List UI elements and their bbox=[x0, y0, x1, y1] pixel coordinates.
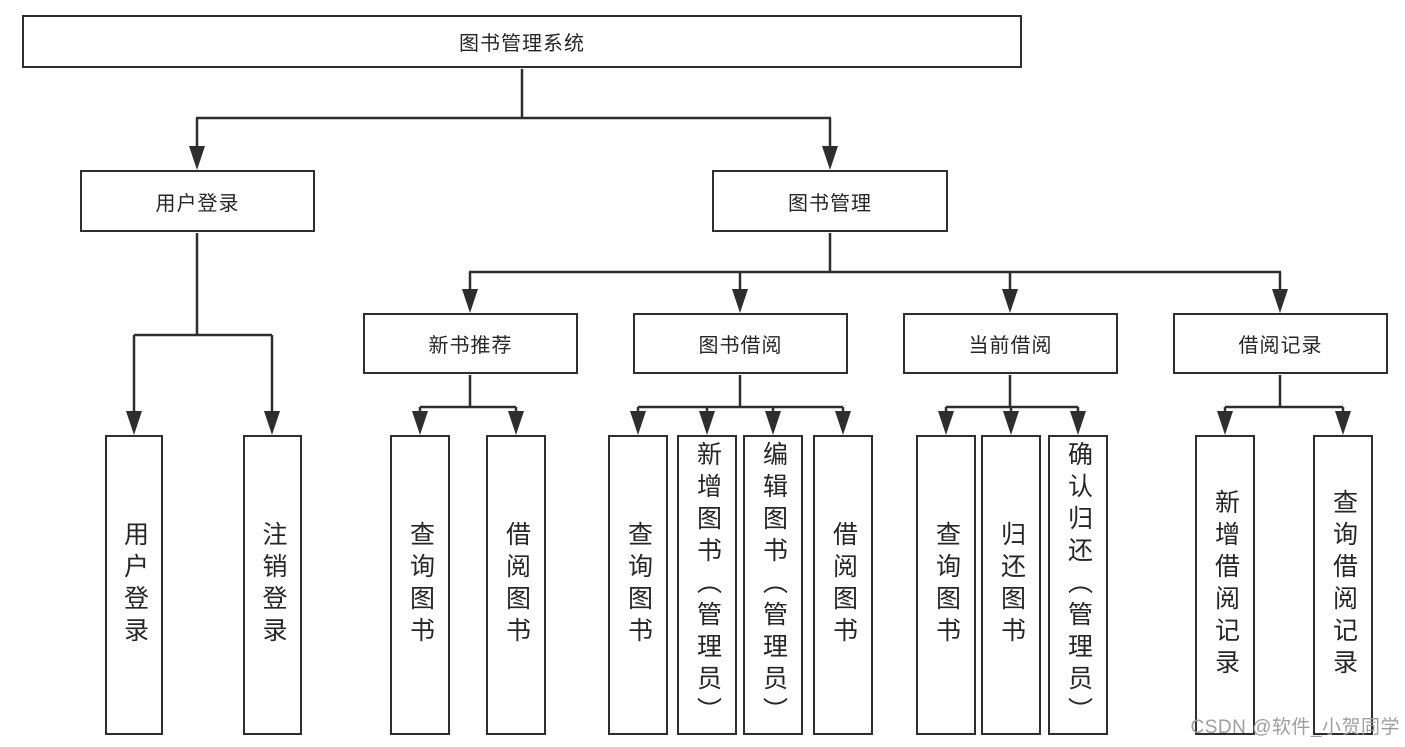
leaf-bb-add-books: 新增图书（管理员） bbox=[677, 435, 737, 735]
leaf-cb-query-books: 查询图书 bbox=[916, 435, 976, 735]
leaf-br-add-record: 新增借阅记录 bbox=[1195, 435, 1255, 735]
leaf-nbr-query-books-label: 查询图书 bbox=[406, 521, 435, 649]
node-new-book-rec: 新书推荐 bbox=[363, 313, 578, 374]
leaf-cb-confirm-return: 确认归还（管理员） bbox=[1048, 435, 1108, 735]
node-root-label: 图书管理系统 bbox=[459, 33, 585, 55]
leaf-cb-return-books: 归还图书 bbox=[981, 435, 1041, 735]
leaf-bb-query-books: 查询图书 bbox=[608, 435, 668, 735]
leaf-user-login-label: 用户登录 bbox=[120, 521, 149, 649]
leaf-br-query-record-label: 查询借阅记录 bbox=[1329, 489, 1358, 681]
node-borrow-records: 借阅记录 bbox=[1173, 313, 1388, 374]
node-borrow-records-label: 借阅记录 bbox=[1238, 335, 1323, 357]
leaf-nbr-query-books: 查询图书 bbox=[390, 435, 450, 735]
leaf-cb-confirm-return-label: 确认归还（管理员） bbox=[1064, 441, 1093, 729]
leaf-cb-query-books-label: 查询图书 bbox=[932, 521, 961, 649]
leaf-bb-edit-books: 编辑图书（管理员） bbox=[743, 435, 803, 735]
leaf-bb-borrow-books: 借阅图书 bbox=[813, 435, 873, 735]
node-user-login-branch-label: 用户登录 bbox=[155, 192, 240, 215]
leaf-bb-borrow-books-label: 借阅图书 bbox=[829, 521, 858, 649]
leaf-bb-query-books-label: 查询图书 bbox=[624, 521, 653, 649]
node-root-system: 图书管理系统 bbox=[22, 15, 1022, 68]
node-current-borrow-label: 当前借阅 bbox=[968, 335, 1053, 357]
leaf-br-add-record-label: 新增借阅记录 bbox=[1211, 489, 1240, 681]
csdn-watermark: CSDN @软件_小贺同学 bbox=[1190, 717, 1400, 738]
leaf-user-login: 用户登录 bbox=[105, 435, 163, 735]
node-book-borrow: 图书借阅 bbox=[633, 313, 848, 374]
leaf-logout-label: 注销登录 bbox=[259, 521, 287, 649]
leaf-bb-edit-books-label: 编辑图书（管理员） bbox=[759, 441, 788, 729]
leaf-logout: 注销登录 bbox=[243, 435, 302, 735]
node-book-borrow-label: 图书借阅 bbox=[698, 335, 783, 357]
leaf-cb-return-books-label: 归还图书 bbox=[997, 521, 1026, 649]
node-book-mgmt-branch-label: 图书管理 bbox=[788, 192, 872, 215]
leaf-nbr-borrow-books-label: 借阅图书 bbox=[502, 521, 531, 649]
node-user-login-branch: 用户登录 bbox=[80, 170, 315, 232]
node-new-book-rec-label: 新书推荐 bbox=[428, 335, 513, 357]
node-current-borrow: 当前借阅 bbox=[903, 313, 1118, 374]
node-book-mgmt-branch: 图书管理 bbox=[712, 170, 948, 232]
leaf-bb-add-books-label: 新增图书（管理员） bbox=[693, 441, 722, 729]
leaf-nbr-borrow-books: 借阅图书 bbox=[486, 435, 546, 735]
leaf-br-query-record: 查询借阅记录 bbox=[1313, 435, 1373, 735]
